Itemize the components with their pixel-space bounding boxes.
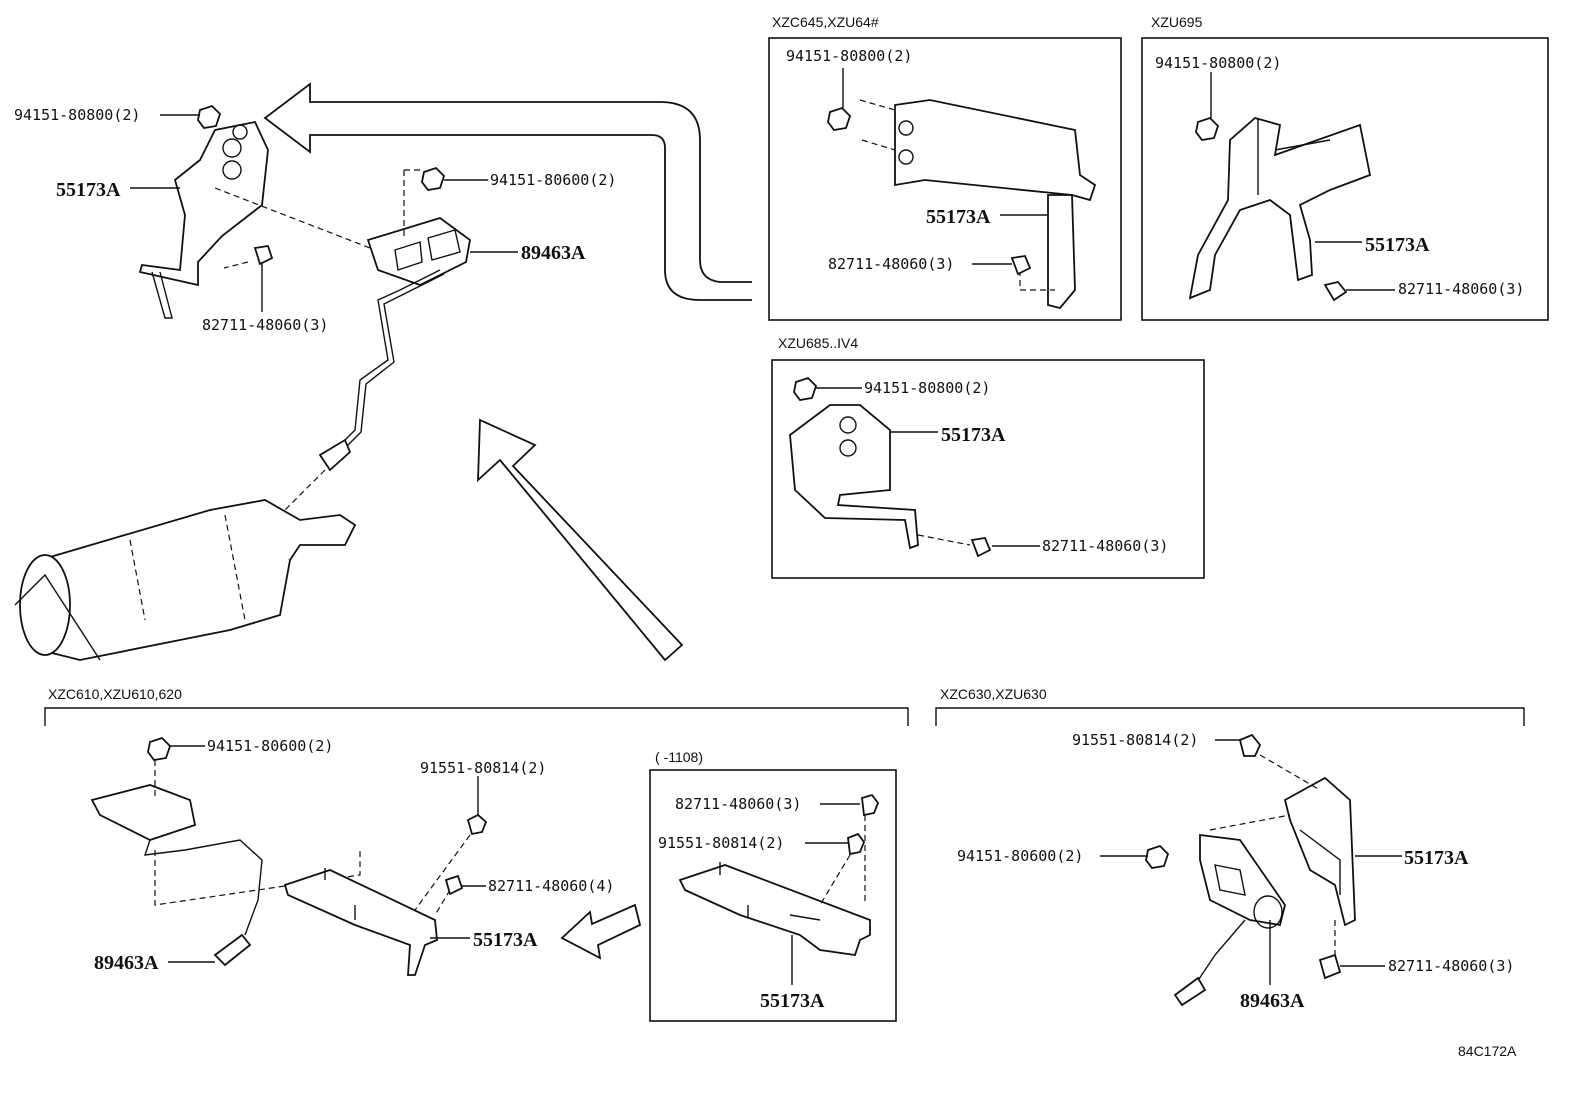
label-55173a: 55173A xyxy=(56,179,121,201)
arrow-from-top-variants xyxy=(263,82,752,301)
variant-box-xzc645: XZC645,XZU64# 94151-80800(2) 55173A 8271… xyxy=(768,14,1122,321)
label-b1-94151-80800: 94151-80800(2) xyxy=(786,47,912,65)
label-b4-55173a: 55173A xyxy=(473,929,538,951)
label-b5-55173a: 55173A xyxy=(1404,847,1469,869)
label-b2-94151-80800: 94151-80800(2) xyxy=(1155,54,1281,72)
variant-header-xzu695: XZU695 xyxy=(1151,14,1203,30)
label-94151-80800: 94151-80800(2) xyxy=(14,106,140,124)
label-b1-55173a: 55173A xyxy=(926,206,991,228)
variant-box-xzc610: XZC610,XZU610,620 94151-80600(2) 91551-8… xyxy=(44,686,909,976)
label-94151-80600: 94151-80600(2) xyxy=(490,171,616,189)
label-b4-82711-48060: 82711-48060(4) xyxy=(488,877,614,895)
label-b3-94151-80800: 94151-80800(2) xyxy=(864,379,990,397)
main-sensor-module xyxy=(366,217,471,286)
label-b2-55173a: 55173A xyxy=(1365,234,1430,256)
variant-header-xzu685: XZU685..IV4 xyxy=(778,335,858,351)
label-82711-48060: 82711-48060(3) xyxy=(202,316,328,334)
variant-header-xzc610: XZC610,XZU610,620 xyxy=(48,686,182,702)
label-b3-55173a: 55173A xyxy=(941,424,1006,446)
variant-box-xzc630: XZC630,XZU630 91551-80814(2) 94151-80600… xyxy=(935,686,1525,1012)
label-b3-82711-48060: 82711-48060(3) xyxy=(1042,537,1168,555)
arrow-from-bottom-variants xyxy=(477,418,684,662)
label-b5-94151-80600: 94151-80600(2) xyxy=(957,847,1083,865)
label-b5-89463a: 89463A xyxy=(1240,990,1305,1012)
label-b5-82711-48060: 82711-48060(3) xyxy=(1388,957,1514,975)
label-b1-82711-48060: 82711-48060(3) xyxy=(828,255,954,273)
label-b4-94151-80600: 94151-80600(2) xyxy=(207,737,333,755)
label-89463a: 89463A xyxy=(521,242,586,264)
main-bracket xyxy=(138,120,269,287)
variant-box-1108: ( -1108) 82711-48060(3) 91551-80814(2) 5… xyxy=(649,749,897,1022)
label-b5-91551-80814: 91551-80814(2) xyxy=(1072,731,1198,749)
label-b6-91551-80814: 91551-80814(2) xyxy=(658,834,784,852)
variant-header-xzc645: XZC645,XZU64# xyxy=(772,14,879,30)
label-b4-91551-80814: 91551-80814(2) xyxy=(420,759,546,777)
label-b2-82711-48060: 82711-48060(3) xyxy=(1398,280,1524,298)
label-b6-82711-48060: 82711-48060(3) xyxy=(675,795,801,813)
figure-code: 84C172A xyxy=(1458,1043,1517,1059)
main-sensor-probe xyxy=(318,438,352,472)
variant-box-xzu685: XZU685..IV4 94151-80800(2) 55173A 82711-… xyxy=(771,335,1205,579)
label-b4-89463a: 89463A xyxy=(94,952,159,974)
main-nut-94151-80600 xyxy=(421,166,446,191)
variant-header-xzc630: XZC630,XZU630 xyxy=(940,686,1047,702)
main-clip-82711 xyxy=(253,244,274,266)
variant-header-1108: ( -1108) xyxy=(655,749,703,765)
main-nut-94151 xyxy=(197,104,222,129)
label-b6-55173a: 55173A xyxy=(760,990,825,1012)
variant-box-xzu695: XZU695 94151-80800(2) 55173A 82711-48060… xyxy=(1141,14,1549,321)
main-assembly: 94151-80800(2) 55173A 82711-48060(3) 941… xyxy=(14,104,616,661)
